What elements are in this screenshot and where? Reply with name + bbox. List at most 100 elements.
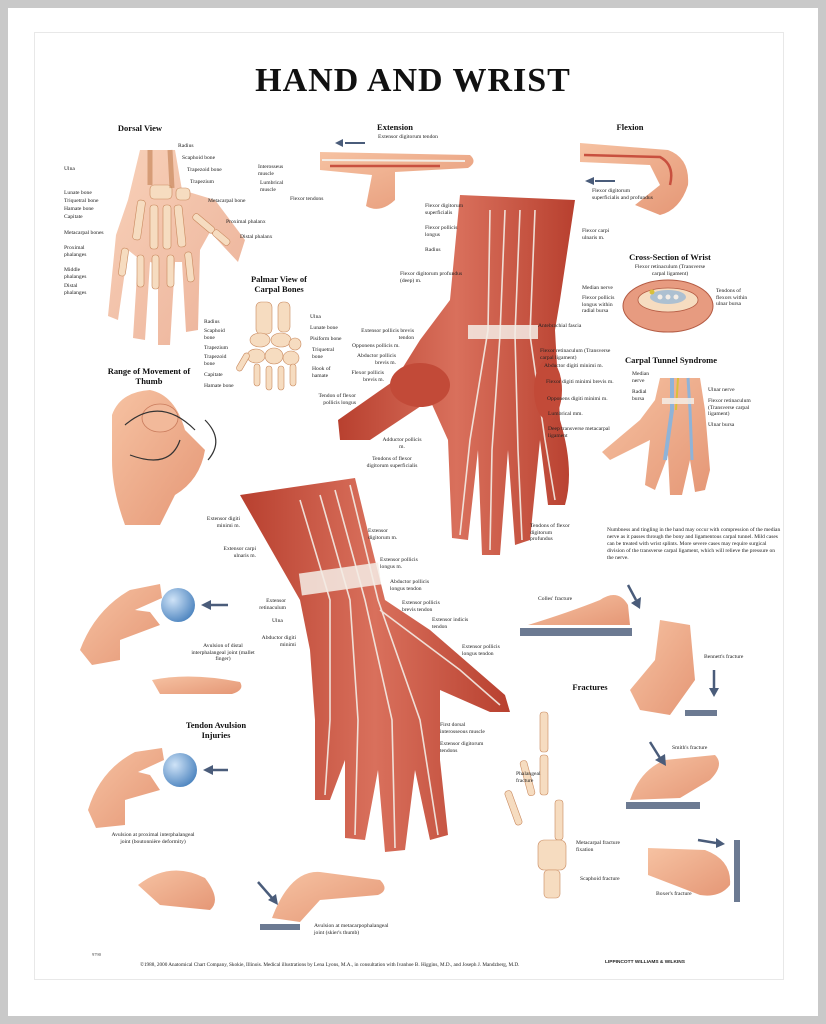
label-carpal-scaphoid: Scaphoid bone	[204, 328, 225, 341]
chart-code: 9790	[92, 952, 101, 957]
carpal-tunnel-description: Numbness and tingling in the hand may oc…	[607, 527, 781, 561]
label-carpal-radius: Radius	[204, 319, 220, 325]
poster-frame	[34, 32, 784, 980]
label-flexor-digitorum-superficialis-profundus: Flexor digitorum superficialis and profu…	[592, 188, 653, 201]
label-cross-tendons: Tendons of flexors within ulnar bursa	[716, 288, 748, 307]
label-avulsion-distal: Avulsion of distal interphalangeal joint…	[191, 643, 255, 662]
heading-carpal-tunnel: Carpal Tunnel Syndrome	[625, 355, 717, 365]
label-dorsal-apl: Abductor pollicis longus tendon	[390, 579, 429, 592]
dorsal-muscle-hand	[240, 478, 510, 852]
heading-tendon-avulsion: Tendon Avulsion Injuries	[185, 720, 247, 740]
dorsal-skeleton-hand	[108, 149, 245, 345]
label-metacarpal-bones: Metacarpal bones	[64, 230, 104, 236]
label-dorsal-fdi: First dorsal interosseous muscle	[440, 722, 485, 735]
carpal-tunnel-hand	[602, 377, 710, 495]
fracture-skeleton-hand	[504, 711, 567, 899]
heading-extension: Extension	[377, 122, 413, 132]
wrist-cross-section	[622, 279, 714, 333]
label-palmar-fpl: Flexor pollicis longus	[425, 225, 458, 238]
carpal-bones-palmar	[236, 301, 302, 391]
label-palmar-antebrachial: Antebrachial fascia	[538, 323, 582, 329]
heading-range-thumb: Range of Movement of Thumb	[107, 366, 191, 386]
label-hamate: Hamate bone	[64, 206, 94, 212]
label-fracture-bennett: Bennett's fracture	[704, 654, 744, 660]
fracture-smith	[626, 741, 719, 809]
label-dorsal-eit: Extensor indicis tendon	[432, 617, 469, 630]
label-palmar-fds: Flexor digitorum superficialis	[425, 203, 464, 216]
label-middle-phalanges: Middle phalanges	[64, 267, 87, 280]
label-dorsal-epb: Extensor pollicis brevis tendon	[402, 600, 440, 613]
heading-fractures: Fractures	[572, 682, 608, 692]
fracture-boxer	[648, 838, 740, 902]
label-palmar-dtml: Deep transverse metacarpal ligament	[548, 426, 610, 439]
label-fracture-colles: Colles' fracture	[538, 596, 573, 602]
label-avulsion-mcp: Avulsion at metacarpophalangeal joint (s…	[314, 923, 389, 936]
label-dorsal-epl: Extensor pollicis longus m.	[380, 557, 418, 570]
fracture-colles	[520, 584, 641, 636]
extension-finger	[320, 139, 474, 209]
label-palmar-odm: Opponens digiti minimi m.	[547, 396, 608, 402]
label-fracture-smith: Smith's fracture	[672, 745, 708, 751]
label-metacarpal: Metacarpal bone	[208, 198, 246, 204]
label-dorsal-edm: Extensor digiti minimi m.	[206, 516, 240, 529]
label-flexor-tendons: Flexor tendons	[290, 196, 324, 202]
label-cross-fpl: Flexor pollicis longus within radial bur…	[582, 295, 615, 314]
label-extensor-digitorum-tendon: Extensor digitorum tendon	[378, 134, 438, 140]
label-palmar-apb: Abductor pollicis brevis m.	[357, 353, 396, 366]
label-carpal-pisiform: Pisiform bone	[310, 336, 342, 342]
label-proximal-phalanges: Proximal phalanges	[64, 245, 87, 258]
label-fracture-scaphoid: Scaphoid fracture	[580, 876, 620, 882]
heading-palmar-carpal: Palmar View of Carpal Bones	[250, 274, 308, 294]
label-capitate: Capitate	[64, 214, 83, 220]
label-cross-retinaculum: Flexor retinaculum (Transverse carpal li…	[634, 264, 706, 277]
label-dorsal-edt: Extensor digitorum tendons	[440, 741, 484, 754]
label-palmar-opponens: Opponens pollicis m.	[352, 343, 400, 349]
publisher-logo: LIPPINCOTT WILLIAMS & WILKINS	[605, 960, 685, 965]
label-dorsal-eret: Extensor retinaculum	[259, 598, 286, 611]
label-palmar-tfpl: Tendon of flexor pollicis longus	[318, 393, 356, 406]
label-cross-median: Median nerve	[582, 285, 613, 291]
label-dorsal-ecu: Extensor carpi ulnaris m.	[223, 546, 256, 559]
label-interosseus: Interosseus muscle	[258, 164, 284, 177]
label-ct-ulnar-nerve: Ulnar nerve	[708, 387, 735, 393]
label-dorsal-ulna: Ulna	[272, 618, 283, 624]
label-palmar-fdp: Flexor digitorum profundus (deep) m.	[400, 271, 463, 284]
label-carpal-hamate: Hamate bone	[204, 383, 234, 389]
label-palmar-fcu: Flexor carpi ulnaris m.	[582, 228, 610, 241]
label-palmar-adductor: Adductor pollicis m.	[382, 437, 422, 450]
label-palmar-epb: Extensor pollicis brevis tendon	[361, 328, 414, 341]
label-proximal-phalanx: Proximal phalanx	[226, 219, 266, 225]
label-dorsal-adm: Abductor digiti minimi	[261, 635, 296, 648]
label-carpal-lunate: Lunate bone	[310, 325, 338, 331]
label-ct-retinaculum: Flexor retinaculum (Transverse carpal li…	[708, 398, 751, 417]
heading-flexion: Flexion	[616, 122, 644, 132]
flexion-finger	[580, 143, 689, 215]
label-dorsal-eplt: Extensor pollicis longus tendon	[462, 644, 500, 657]
label-carpal-triquetral: Triquetral bone	[312, 347, 335, 360]
label-trapezium: Trapezium	[190, 179, 215, 185]
label-triquetral: Triquetral bone	[64, 198, 99, 204]
label-carpal-trapezoid: Trapezoid bone	[204, 354, 227, 367]
label-ct-median: Median nerve	[632, 371, 650, 384]
heading-cross-section: Cross-Section of Wrist	[629, 252, 711, 262]
palmar-muscle-hand	[338, 195, 575, 555]
label-carpal-hook: Hook of hamate	[312, 366, 331, 379]
label-palmar-tfds: Tendons of flexor digitorum superficiali…	[366, 456, 418, 469]
label-scaphoid: Scaphoid bone	[182, 155, 216, 161]
label-palmar-lumbrical: Lumbrical mm.	[548, 411, 583, 417]
poster-title: HAND AND WRIST	[255, 62, 571, 99]
label-fracture-metacarpal: Metacarpal fracture fixation	[576, 840, 620, 853]
thumb-movement-hand	[112, 390, 217, 525]
label-palmar-fdmb: Flexor digiti minimi brevis m.	[546, 379, 614, 385]
label-lunate: Lunate bone	[64, 190, 92, 196]
label-carpal-capitate: Capitate	[204, 372, 223, 378]
label-palmar-fpb: Flexor pollicis brevis m.	[351, 370, 384, 383]
label-palmar-adm: Abductor digiti minimi m.	[544, 363, 604, 369]
label-carpal-ulna: Ulna	[310, 314, 321, 320]
heading-dorsal-view: Dorsal View	[117, 123, 163, 133]
label-dorsal-ed: Extensor digitorum m.	[368, 528, 398, 541]
label-distal-phalanges: Distal phalanges	[64, 283, 87, 296]
label-trapezoid: Trapezoid bone	[187, 167, 222, 173]
label-fracture-phalangeal: Phalangeal fracture	[516, 771, 541, 784]
label-palmar-tfdp: Tendons of flexor digitorum profundus	[530, 523, 570, 542]
